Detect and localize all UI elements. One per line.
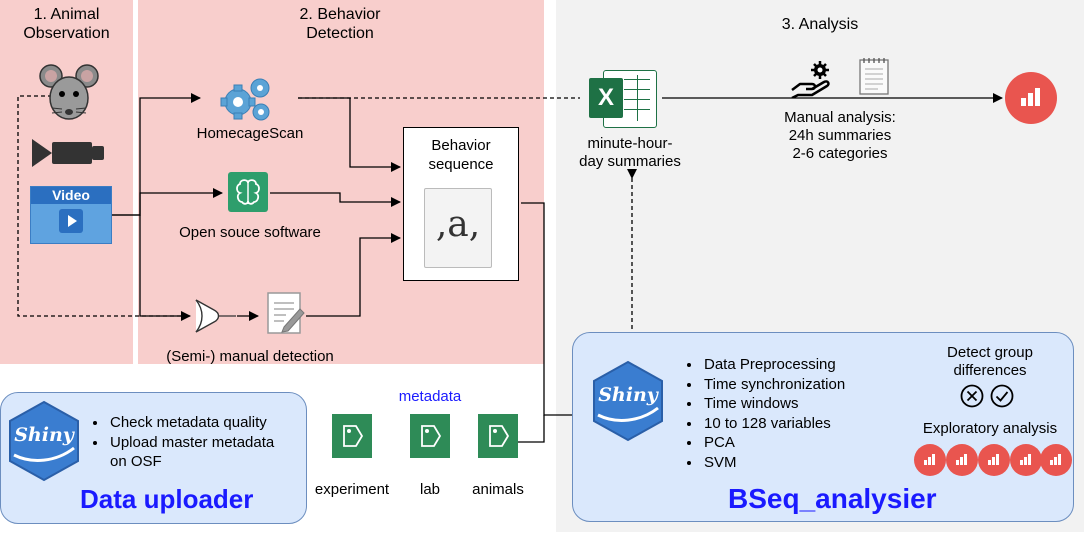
gears-icon <box>220 78 270 121</box>
gate-icon <box>195 299 236 333</box>
camera-icon <box>32 139 104 167</box>
brain-chip-icon <box>228 172 268 212</box>
uploader-bullets: Check metadata quality Upload master met… <box>90 413 318 472</box>
metadata-item-label: experiment <box>314 481 390 498</box>
check-icon <box>990 384 1014 408</box>
chart-button-icon <box>1005 72 1057 124</box>
uploader-shiny-text: Shiny <box>14 424 74 446</box>
bseq-analyser-title: BSeq_analysier <box>728 483 937 514</box>
open-source-label: Open souce software <box>179 224 321 241</box>
tag-icon <box>410 414 450 458</box>
video-icon: Video <box>30 186 112 244</box>
analyser-shiny-text: Shiny <box>598 384 658 406</box>
analyser-bullet: Data Preprocessing <box>702 355 902 375</box>
chart-button-icon <box>946 444 978 476</box>
analyser-bullets: Data Preprocessing Time synchronization … <box>684 355 902 472</box>
play-icon <box>59 209 83 233</box>
tag-icon <box>332 414 372 458</box>
chart-button-icon <box>978 444 1010 476</box>
cross-icon <box>960 384 984 408</box>
step2-title: 2. Behavior Detection <box>299 6 381 42</box>
homecagescan-label: HomecageScan <box>196 125 304 142</box>
analyser-bullet: 10 to 128 variables <box>702 414 902 434</box>
excel-icon: X <box>585 66 657 130</box>
behavior-sequence-box: Behavior sequence ,a, <box>403 127 519 281</box>
chart-button-icon <box>1010 444 1042 476</box>
document-glyph: ,a, <box>435 204 481 245</box>
analyser-bullet: SVM <box>702 453 902 473</box>
chart-button-icon <box>914 444 946 476</box>
uploader-bullet: Check metadata quality <box>108 413 318 433</box>
metadata-title: metadata <box>398 388 462 405</box>
shiny-hex-icon <box>9 400 79 482</box>
mouse-icon <box>39 64 99 120</box>
edit-document-icon <box>267 292 305 334</box>
tag-icon <box>478 414 518 458</box>
exploratory-analysis-title: Exploratory analysis <box>922 420 1058 437</box>
detect-group-differences: Detect group differences <box>947 344 1033 379</box>
excel-letter: X <box>589 78 623 118</box>
notepad-icon <box>859 58 889 95</box>
analyser-bullet: Time windows <box>702 394 902 414</box>
bseq-analyser-panel <box>572 332 1074 522</box>
data-uploader-title: Data uploader <box>80 484 254 514</box>
behavior-sequence-title: Behavior sequence <box>428 137 494 173</box>
text-document-icon: ,a, <box>424 188 492 268</box>
analyser-bullet: PCA <box>702 433 902 453</box>
metadata-item-label: animals <box>472 481 524 498</box>
step3-title: 3. Analysis <box>781 16 859 33</box>
metadata-item-label: lab <box>419 481 441 498</box>
excel-label: minute-hour- day summaries <box>579 135 681 170</box>
panel-animal-observation <box>0 0 133 364</box>
step1-title: 1. Animal Observation <box>23 6 110 42</box>
chart-button-icon <box>1040 444 1072 476</box>
manual-analysis-text: Manual analysis: 24h summaries 2-6 categ… <box>784 109 896 162</box>
manual-detection-label: (Semi-) manual detection <box>166 348 334 365</box>
uploader-bullet: Upload master metadata on OSF <box>108 433 318 472</box>
video-label: Video <box>31 187 111 204</box>
hand-gear-icon <box>791 61 830 98</box>
shiny-hex-icon <box>593 360 663 442</box>
analyser-bullet: Time synchronization <box>702 375 902 395</box>
